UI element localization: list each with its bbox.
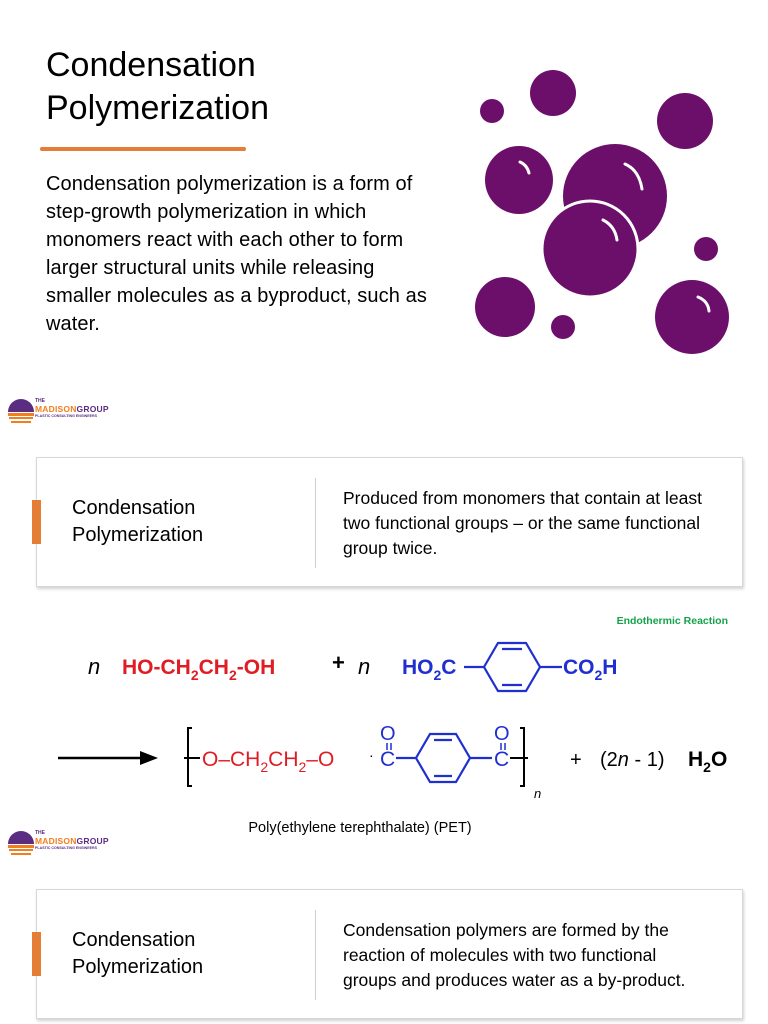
svg-text:C: C [494, 748, 509, 771]
logo-the: THE [35, 830, 45, 836]
page-title: Condensation Polymerization [46, 46, 269, 127]
reaction-arrow [140, 751, 158, 765]
bubbles-illustration [475, 70, 729, 354]
logo-the: THE [35, 398, 45, 404]
terephthalic-right: CO2H [563, 656, 617, 683]
svg-text:O: O [380, 723, 396, 745]
title-underline [40, 147, 246, 151]
bubble [475, 277, 535, 337]
logo-subtitle: PLASTIC CONSULTING ENGINEERS [35, 414, 98, 418]
card-description: Condensation polymers are formed by the … [343, 920, 686, 990]
logo-subtitle: PLASTIC CONSULTING ENGINEERS [35, 846, 98, 850]
bubble [551, 315, 575, 339]
madison-group-logo: THE MADISONGROUP PLASTIC CONSULTING ENGI… [6, 396, 110, 432]
definition-card-2: Condensation Polymerization Condensation… [32, 889, 743, 1019]
coefficient-n-2: n [358, 654, 370, 679]
svg-text:C: C [380, 748, 395, 771]
card-accent-bar [32, 500, 41, 544]
polymer-caption: Poly(ethylene terephthalate) (PET) [248, 820, 472, 836]
bubble [485, 146, 553, 214]
logo-mark-icon [8, 399, 34, 423]
madison-group-logo-2: THE MADISONGROUP PLASTIC CONSULTING ENGI… [6, 828, 110, 864]
water-coefficient: (2n - 1) [600, 749, 664, 771]
svg-text:n: n [534, 786, 541, 801]
reaction-type-label: Endothermic Reaction [616, 615, 728, 627]
coefficient-n: n [88, 654, 100, 679]
logo-name: MADISONGROUP [35, 836, 109, 846]
bubble [657, 93, 713, 149]
bubble [655, 280, 729, 354]
ethylene-glycol: HO-CH2CH2-OH [122, 656, 275, 683]
logo-name: MADISONGROUP [35, 404, 109, 414]
plus-sign-2: + [570, 749, 582, 771]
svg-text:·: · [369, 747, 374, 763]
bubble [480, 99, 504, 123]
card-divider [315, 910, 316, 1000]
intro-paragraph: Condensation polymerization is a form of… [46, 173, 427, 335]
bubble [540, 199, 640, 299]
card-title: Condensation Polymerization [72, 497, 204, 546]
pet-reaction-equation: n HO-CH2CH2-OH + n HO2C CO2H O–CH2CH2–O … [58, 641, 727, 801]
card-description: Produced from monomers that contain at l… [343, 488, 702, 558]
card-divider [315, 478, 316, 568]
plus-sign: + [332, 650, 345, 675]
definition-card-1: Condensation Polymerization Produced fro… [32, 457, 743, 587]
card-accent-bar [32, 932, 41, 976]
terephthalic-left: HO2C [402, 656, 456, 683]
svg-text:O: O [494, 723, 510, 745]
product-chain: O–CH2CH2–O [202, 748, 334, 775]
water: H2O [688, 748, 727, 775]
bubble [530, 70, 576, 116]
card-title: Condensation Polymerization [72, 929, 204, 978]
bubble [694, 237, 718, 261]
logo-mark-icon [8, 831, 34, 855]
